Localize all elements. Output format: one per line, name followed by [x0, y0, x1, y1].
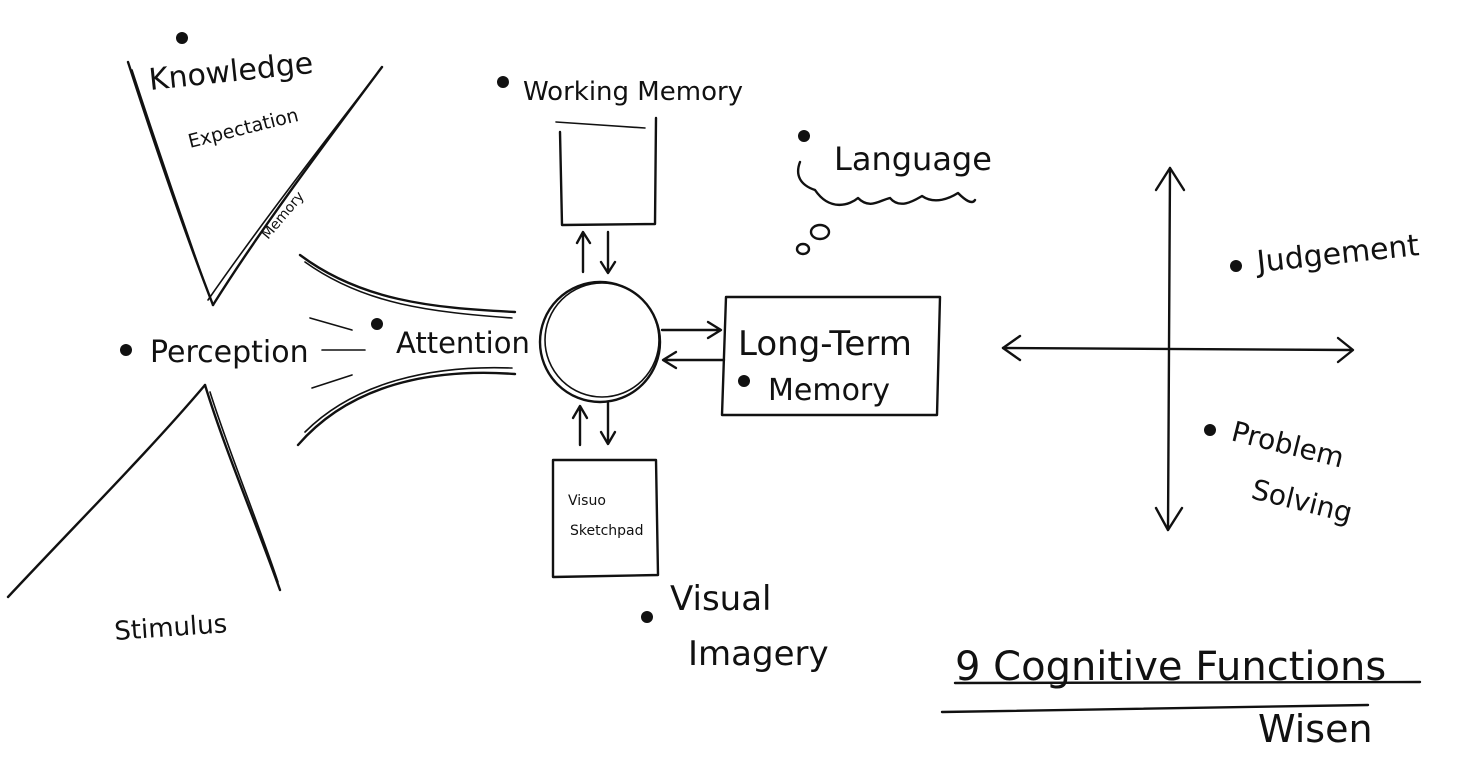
- arrow-up-from-sketchpad: [571, 404, 589, 447]
- label-visual-imagery-1: Visual: [670, 579, 772, 619]
- label-attention: Attention: [396, 326, 530, 360]
- bullet-judgement: [1230, 260, 1242, 272]
- working-memory-rect: [558, 116, 658, 227]
- central-circle-outline-2: [544, 282, 660, 398]
- label-knowledge: Knowledge: [147, 46, 315, 98]
- horizontal-axis: [1001, 346, 1354, 352]
- bullet-attention: [371, 318, 383, 330]
- attention-stroke-3: [311, 374, 353, 389]
- label-problem-solving-1: Problem: [1228, 415, 1347, 475]
- long-term-memory-rect: [720, 295, 942, 417]
- arrow-down-from-working-memory: [599, 230, 617, 275]
- bullet-long-term-memory: [738, 375, 750, 387]
- bullet-knowledge: [176, 32, 188, 44]
- label-visuo-sketchpad-1: Visuo: [568, 493, 606, 509]
- bullet-perception: [120, 344, 132, 356]
- visuo-sketchpad-rect: [551, 458, 660, 579]
- author-overline: [940, 703, 1370, 714]
- funnel-upper-right-line: [211, 65, 384, 307]
- label-problem-solving-2: Solving: [1248, 473, 1355, 530]
- funnel-upper-right-line-2: [207, 74, 377, 301]
- label-stimulus: Stimulus: [113, 609, 228, 647]
- attention-lower-curve: [296, 371, 517, 447]
- arrow-from-long-term: [661, 350, 726, 370]
- label-long-term-1: Long-Term: [738, 324, 912, 364]
- arrow-to-long-term: [660, 320, 723, 340]
- long-term-memory-box: [660, 295, 942, 417]
- horizontal-axis-right-arrow: [1336, 336, 1355, 364]
- working-memory-box: [555, 116, 658, 275]
- attention-funnel: [296, 253, 517, 447]
- bullet-working-memory: [497, 76, 509, 88]
- central-circle: [538, 280, 662, 404]
- label-language: Language: [834, 140, 992, 178]
- diagram-title: 9 Cognitive Functions: [955, 644, 1386, 690]
- funnel-lower-right-line: [203, 383, 282, 592]
- label-visuo-sketchpad-2: Sketchpad: [570, 523, 644, 539]
- central-circle-outline: [538, 280, 662, 404]
- bullet-problem-solving: [1204, 424, 1216, 436]
- label-judgement: Judgement: [1253, 228, 1421, 280]
- bullet-language: [798, 130, 810, 142]
- label-visual-imagery-2: Imagery: [688, 634, 829, 674]
- language-bubble: [795, 160, 977, 256]
- vertical-axis-up-arrow: [1154, 166, 1186, 192]
- language-bubble-outline: [796, 160, 977, 207]
- label-perception: Perception: [150, 335, 309, 370]
- bullet-visual-imagery: [641, 611, 653, 623]
- working-memory-top-stroke: [555, 121, 646, 129]
- thought-bubble-small: [795, 242, 811, 256]
- perception-funnel: [6, 60, 384, 599]
- attention-stroke-1: [309, 317, 353, 331]
- visuo-sketchpad-box: [551, 401, 660, 579]
- attention-upper-curve-2: [304, 261, 513, 319]
- horizontal-axis-left-arrow: [1001, 334, 1022, 362]
- vertical-axis-down-arrow: [1154, 506, 1184, 532]
- label-working-memory: Working Memory: [523, 77, 743, 107]
- attention-lower-curve-2: [304, 366, 513, 433]
- diagram-author: Wisen: [1258, 707, 1373, 751]
- label-long-term-2: Memory: [768, 373, 890, 408]
- attention-upper-curve: [298, 253, 517, 314]
- thought-bubble-large: [809, 223, 831, 241]
- title-underline: [953, 680, 1422, 685]
- label-expectation: Expectation: [186, 104, 301, 153]
- funnel-lower-right-line-2: [209, 391, 279, 583]
- arrow-up-to-working-memory: [575, 230, 592, 274]
- arrow-down-to-sketchpad: [599, 401, 617, 446]
- funnel-upper-left-line-2: [131, 69, 211, 299]
- cross-axes: [1001, 166, 1355, 532]
- funnel-lower-left-line: [6, 383, 207, 599]
